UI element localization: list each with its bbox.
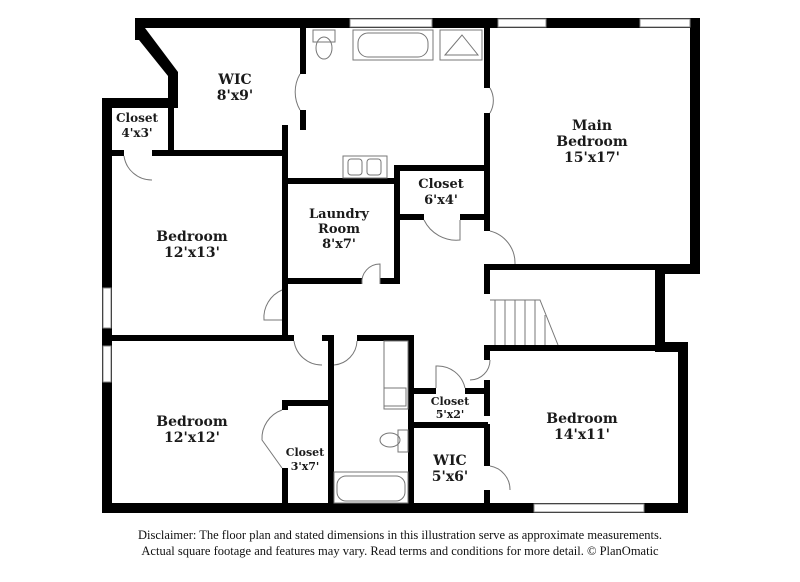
room-dims: 12'x12' [164,430,220,446]
room-dims: 5'x6' [432,469,468,485]
room-name: Room [318,222,360,237]
room-dims: 4'x3' [121,126,152,140]
room-name: Bedroom [556,134,628,150]
room-name: WIC [432,453,466,469]
room-name: Closet [431,395,470,408]
room-dims: 5'x2' [436,408,465,421]
disclaimer-line-1: Disclaimer: The floor plan and stated di… [138,528,662,542]
room-name: Closet [418,177,464,192]
windows [102,18,691,513]
room-dims: 15'x17' [564,150,620,166]
room-name: Bedroom [156,414,228,430]
disclaimer-line-2: Actual square footage and features may v… [141,544,659,558]
room-dims: 14'x11' [554,427,610,443]
room-name: Main [572,118,612,134]
fixtures [123,29,559,504]
room-dims: 6'x4' [424,193,458,208]
room-dims: 8'x7' [322,237,356,252]
room-dims: 12'x13' [164,245,220,261]
room-name: Bedroom [546,411,618,427]
room-dims: 3'x7' [291,460,320,473]
room-dims: 8'x9' [217,88,253,104]
room-name: Closet [116,111,159,125]
room-name: Laundry [309,207,369,222]
room-name: WIC [217,72,251,88]
room-labels: WIC 8'x9' Closet 4'x3' Main Bedroom 15'x… [116,72,628,485]
room-name: Bedroom [156,229,228,245]
room-name: Closet [286,446,325,459]
